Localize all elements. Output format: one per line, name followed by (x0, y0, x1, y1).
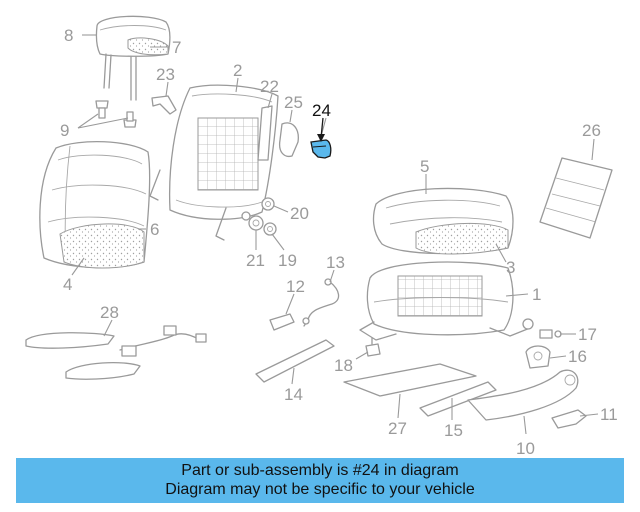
release-cable-part (269, 278, 340, 331)
callout-19: 19 (278, 251, 297, 270)
headrest-guide-part (95, 100, 137, 128)
callout-labels: 1 2 3 4 5 6 7 8 9 10 11 12 13 14 15 16 1… (60, 26, 618, 455)
callout-24: 24 (312, 101, 331, 120)
connector-part-17 (539, 329, 562, 339)
callout-28: 28 (100, 303, 119, 322)
callout-22: 22 (260, 77, 279, 96)
callout-18: 18 (334, 356, 353, 375)
callout-20: 20 (290, 204, 309, 223)
seatback-frame-part (149, 84, 279, 241)
callout-12: 12 (286, 277, 305, 296)
clip-part-18 (365, 337, 381, 357)
seat-cushion-cover-part (372, 187, 514, 255)
callout-10: 10 (516, 439, 535, 455)
callout-6: 6 (150, 220, 159, 239)
caption-line-1: Part or sub-assembly is #24 in diagram (181, 462, 459, 479)
leader-lines (71, 34, 599, 435)
back-panel-part (539, 157, 613, 239)
callout-5: 5 (420, 157, 429, 176)
trim-part-15 (419, 381, 497, 417)
callout-13: 13 (326, 253, 345, 272)
callout-26: 26 (582, 121, 601, 140)
callout-9: 9 (60, 121, 69, 140)
panel-part-27 (343, 363, 477, 397)
callout-27: 27 (388, 419, 407, 438)
washer-parts (248, 197, 277, 236)
callout-15: 15 (444, 421, 463, 440)
callout-11: 11 (600, 405, 618, 424)
rail-cover-part (255, 339, 335, 383)
caption-banner: Part or sub-assembly is #24 in diagram D… (16, 458, 624, 503)
seatback-cover-part (39, 140, 151, 269)
headrest-part (95, 15, 171, 101)
callout-7: 7 (172, 38, 181, 57)
part-24-highlighted (310, 139, 332, 159)
seat-cushion-frame-part (359, 261, 534, 341)
callout-25: 25 (284, 93, 303, 112)
callout-21: 21 (246, 251, 265, 270)
callout-8: 8 (64, 26, 73, 45)
callout-3: 3 (506, 258, 515, 277)
callout-4: 4 (63, 275, 72, 294)
seat-parts-diagram: 1 2 3 4 5 6 7 8 9 10 11 12 13 14 15 16 1… (25, 15, 618, 455)
lever-part (151, 95, 177, 115)
callout-2: 2 (233, 61, 242, 80)
callout-23: 23 (156, 65, 175, 84)
wiring-harness-part (25, 325, 207, 380)
knob-part (551, 409, 587, 429)
cover-part-25 (278, 122, 299, 158)
callout-1: 1 (532, 285, 541, 304)
motor-part-16 (525, 345, 551, 369)
side-shield-part (467, 369, 579, 421)
caption-line-2: Diagram may not be specific to your vehi… (165, 481, 475, 498)
callout-14: 14 (284, 385, 303, 404)
callout-16: 16 (568, 347, 587, 366)
callout-17: 17 (578, 325, 597, 344)
